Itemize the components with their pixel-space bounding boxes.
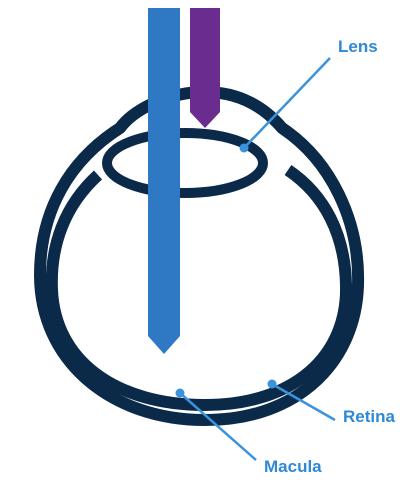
retina-layer-left: [52, 170, 346, 405]
blue-probe: [148, 8, 180, 354]
purple-probe: [190, 8, 220, 128]
retina-label: Retina: [343, 407, 396, 426]
macula-label: Macula: [264, 457, 322, 476]
macula-leader-dot: [176, 389, 185, 398]
lens-label: Lens: [338, 37, 378, 56]
lens-shape: [107, 133, 263, 193]
lens-leader-dot: [240, 144, 249, 153]
retina-leader-dot: [268, 380, 277, 389]
